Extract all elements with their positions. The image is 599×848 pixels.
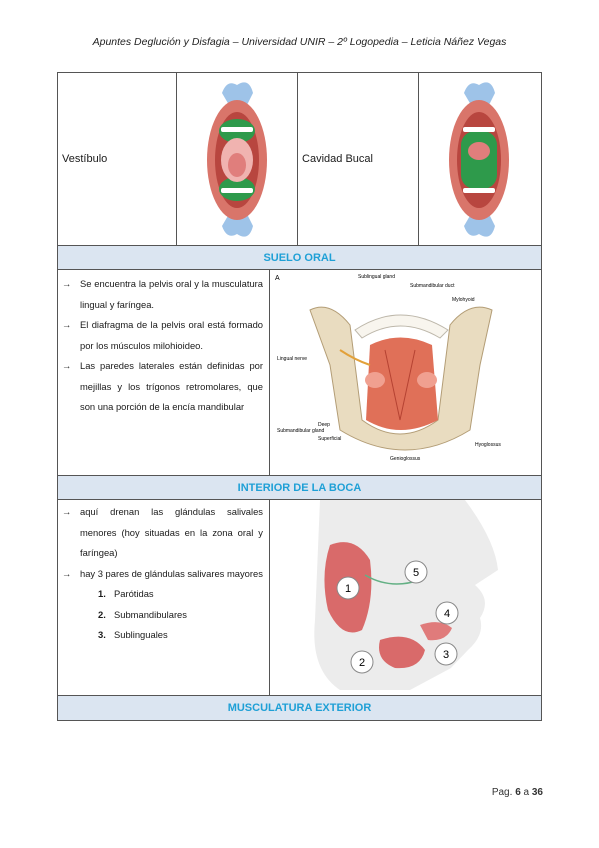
vestibulo-image bbox=[177, 73, 299, 245]
interior-boca-list: →aquí drenan las glándulas salivales men… bbox=[58, 502, 263, 584]
marker-label: 5 bbox=[413, 567, 419, 579]
arrow-icon: → bbox=[62, 360, 72, 371]
interior-boca-text: →aquí drenan las glándulas salivales men… bbox=[58, 500, 270, 695]
list-item: →Se encuentra la pelvis oral y la muscul… bbox=[58, 274, 263, 315]
mouth-illustration-vestibulo bbox=[207, 82, 268, 237]
svg-text:Superficial: Superficial bbox=[318, 436, 341, 442]
cavidad-label-cell: Cavidad Bucal bbox=[298, 73, 419, 245]
interior-boca-row: →aquí drenan las glándulas salivales men… bbox=[58, 500, 541, 696]
arrow-icon: → bbox=[62, 319, 72, 330]
section-interior-boca: INTERIOR DE LA BOCA bbox=[58, 476, 541, 500]
glands-figure: 1 2 3 4 5 bbox=[270, 500, 541, 695]
page-footer: Pag. 6 a 36 bbox=[491, 787, 543, 798]
list-item: →aquí drenan las glándulas salivales men… bbox=[58, 502, 263, 564]
marker-label: 3 bbox=[443, 649, 449, 661]
suelo-oral-text: →Se encuentra la pelvis oral y la muscul… bbox=[58, 270, 270, 475]
suelo-oral-list: →Se encuentra la pelvis oral y la muscul… bbox=[58, 274, 263, 418]
list-item: →El diafragma de la pelvis oral está for… bbox=[58, 315, 263, 356]
list-item: 2.Submandibulares bbox=[98, 608, 187, 620]
section-musculatura-exterior: MUSCULATURA EXTERIOR bbox=[58, 696, 541, 720]
arrow-icon: → bbox=[62, 506, 72, 517]
glands-list: 1.Parótidas 2.Submandibulares 3.Sublingu… bbox=[58, 584, 263, 646]
list-item: →Las paredes laterales están definidas p… bbox=[58, 356, 263, 418]
marker-label: 4 bbox=[444, 608, 450, 620]
arrow-icon: → bbox=[62, 278, 72, 289]
page-header: Apuntes Deglución y Disfagia – Universid… bbox=[92, 36, 507, 48]
cavidad-image bbox=[419, 73, 541, 245]
list-item: 3.Sublinguales bbox=[98, 629, 168, 640]
section-suelo-oral: SUELO ORAL bbox=[58, 246, 541, 270]
svg-text:Lingual nerve: Lingual nerve bbox=[277, 356, 307, 362]
marker-label: 2 bbox=[359, 657, 365, 669]
marker-label: 1 bbox=[345, 583, 351, 595]
arrow-icon: → bbox=[62, 567, 72, 579]
svg-text:A: A bbox=[275, 275, 280, 282]
oral-cavity-row: Vestíbulo Cavidad Bucal bbox=[58, 73, 541, 246]
suelo-oral-figure: A Sublingual gland Submandibular duct My… bbox=[270, 270, 541, 475]
svg-text:Deep: Deep bbox=[318, 422, 330, 428]
svg-text:Hyoglossus: Hyoglossus bbox=[475, 442, 501, 448]
svg-text:Submandibular gland: Submandibular gland bbox=[277, 428, 324, 434]
oral-floor-anatomy-figure: A Sublingual gland Submandibular duct My… bbox=[275, 274, 501, 462]
salivary-glands-figure: 1 2 3 4 5 bbox=[314, 500, 541, 690]
list-item: →hay 3 pares de glándulas salivares mayo… bbox=[58, 564, 263, 585]
svg-text:Submandibular duct: Submandibular duct bbox=[410, 283, 455, 289]
svg-text:Genioglossus: Genioglossus bbox=[390, 456, 421, 462]
suelo-oral-row: →Se encuentra la pelvis oral y la muscul… bbox=[58, 270, 541, 476]
vestibulo-label: Vestíbulo bbox=[58, 73, 178, 245]
list-item: 1.Parótidas bbox=[98, 588, 154, 599]
svg-text:Sublingual gland: Sublingual gland bbox=[358, 274, 395, 280]
cavidad-bucal-label: Cavidad Bucal bbox=[302, 153, 373, 165]
content-table: Vestíbulo Cavidad Bucal bbox=[57, 72, 542, 721]
svg-text:Mylohyoid: Mylohyoid bbox=[452, 297, 475, 303]
mouth-illustration-cavidad bbox=[449, 82, 509, 237]
